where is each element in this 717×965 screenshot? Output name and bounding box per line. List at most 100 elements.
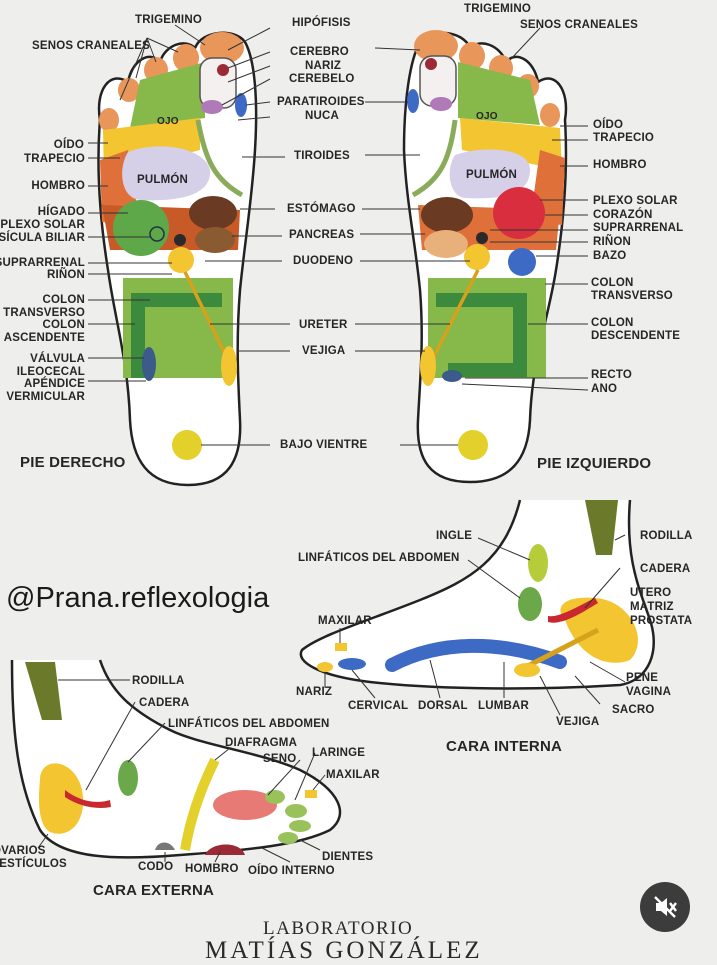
left-toe-1 — [414, 30, 458, 62]
label-bajo-vientre: BAJO VIENTRE — [280, 439, 368, 451]
left-foot-figure — [402, 30, 568, 484]
label-seno: SENO — [263, 753, 297, 765]
outer-linfaticos — [118, 760, 138, 796]
right-kidney — [168, 247, 194, 273]
right-toe-1 — [200, 32, 244, 64]
label-rinon-right: RIÑON — [46, 269, 85, 281]
label-pene1: PENE — [626, 672, 659, 684]
label-colon-d2: DESCENDENTE — [591, 330, 681, 342]
label-bazo: BAZO — [593, 250, 627, 262]
label-nuca: NUCA — [305, 110, 340, 122]
outer-codo — [155, 842, 175, 850]
left-toe-2 — [459, 42, 485, 70]
right-vesicula-ring — [149, 226, 165, 242]
left-bajo-vientre — [458, 430, 488, 460]
label-hombro-left: HOMBRO — [593, 159, 647, 171]
label-oido-left: OÍDO — [593, 119, 624, 131]
outer-toe-1 — [265, 790, 285, 804]
label-colon-d1: COLON — [591, 317, 634, 329]
label-higado: HÍGADO — [37, 206, 85, 218]
left-cerebelo — [430, 97, 452, 111]
label-pancreas: PANCREAS — [289, 229, 355, 241]
label-ovarios2: TESTÍCULOS — [0, 858, 67, 870]
title-outer-side: CARA EXTERNA — [93, 882, 215, 899]
label-dientes: DIENTES — [322, 851, 374, 863]
label-estomago: ESTÓMAGO — [287, 203, 356, 215]
left-corazon — [493, 187, 545, 239]
inner-rodilla — [585, 500, 618, 555]
label-dorsal: DORSAL — [418, 700, 468, 712]
inner-spine — [385, 638, 567, 672]
label-ingle: INGLE — [436, 530, 473, 542]
label-oido-interno: OÍDO INTERNO — [248, 865, 335, 877]
right-toe-2 — [173, 44, 199, 72]
label-suprarrenal-left: SUPRARRENAL — [593, 222, 684, 234]
label-colon-a1: COLON — [42, 319, 85, 331]
lab-name-line2: MATÍAS GONZÁLEZ — [205, 937, 483, 964]
label-duodeno: DUODENO — [293, 255, 354, 267]
label-cervical: CERVICAL — [348, 700, 409, 712]
left-colon-descending — [436, 293, 527, 377]
left-tiroides-curve — [411, 119, 458, 198]
label-senos-right: SENOS CRANEALES — [32, 40, 151, 52]
label-sacro: SACRO — [612, 704, 655, 716]
outer-toe-4 — [278, 832, 298, 844]
right-tiroides-curve — [195, 119, 244, 198]
label-rinon-left: RIÑON — [593, 236, 632, 248]
label-plexo-right: PLEXO SOLAR — [0, 219, 85, 231]
label-valvula2: ILEOCECAL — [16, 366, 85, 378]
label-maxilar-inner: MAXILAR — [318, 615, 372, 627]
left-yellow-band — [460, 118, 562, 170]
label-vejiga-center: VEJIGA — [302, 345, 346, 357]
label-trapecio-left: TRAPECIO — [593, 132, 655, 144]
outer-toe-3 — [289, 820, 311, 832]
outer-hombro — [205, 844, 245, 855]
label-suprarrenal-right: SUPRARRENAL — [0, 257, 85, 269]
right-toe-green — [130, 62, 205, 128]
inner-cervical — [338, 658, 366, 670]
label-nariz-inner: NARIZ — [296, 686, 333, 698]
label-diafragma: DIAFRAGMA — [225, 737, 298, 749]
label-valvula1: VÁLVULA — [30, 353, 85, 365]
left-recto — [442, 370, 462, 382]
right-lung — [122, 146, 211, 201]
top-pointer-lines — [88, 24, 589, 446]
lab-name-line1: LABORATORIO — [263, 918, 414, 939]
mute-button[interactable] — [640, 882, 690, 932]
label-codo: CODO — [138, 861, 174, 873]
outer-seno — [213, 790, 277, 820]
label-ureter: URETER — [299, 319, 348, 331]
inner-linfaticos — [518, 587, 542, 621]
label-lumbar: LUMBAR — [478, 700, 530, 712]
label-colon-a2: ASCENDENTE — [3, 332, 85, 344]
label-nariz-center: NARIZ — [305, 60, 342, 72]
right-toe-4 — [118, 78, 140, 102]
label-cerebelo: CEREBELO — [289, 73, 355, 85]
label-hombro-outer: HOMBRO — [185, 863, 239, 875]
inner-bladder-line — [518, 627, 600, 673]
inner-maxilar — [335, 643, 347, 651]
inner-utero — [560, 597, 638, 663]
right-cerebro-dot — [217, 64, 229, 76]
title-left-foot: PIE IZQUIERDO — [537, 455, 652, 472]
label-plexo-left: PLEXO SOLAR — [593, 195, 678, 207]
label-ojo-left: OJO — [476, 111, 498, 122]
label-vesicula: VESÍCULA BILIAR — [0, 232, 85, 244]
label-colon-t2-left: TRANSVERSO — [591, 290, 673, 302]
label-oido-right: OÍDO — [53, 139, 84, 151]
left-toe-green — [458, 62, 540, 125]
left-pancreas — [424, 230, 468, 258]
right-paratiroides — [235, 93, 247, 117]
label-ano: ANO — [591, 383, 618, 395]
label-apendice2: VERMICULAR — [6, 391, 85, 403]
inner-ingle — [528, 544, 548, 582]
right-foot-figure — [97, 31, 258, 487]
label-paratiroides: PARATIROIDES — [277, 96, 365, 108]
label-ojo-right: OJO — [157, 116, 179, 127]
brand-handle: @Prana.reflexologia — [6, 582, 270, 614]
label-hombro-right: HOMBRO — [31, 180, 85, 192]
right-cerebelo — [201, 100, 223, 114]
label-cadera-inner: CADERA — [640, 563, 691, 575]
